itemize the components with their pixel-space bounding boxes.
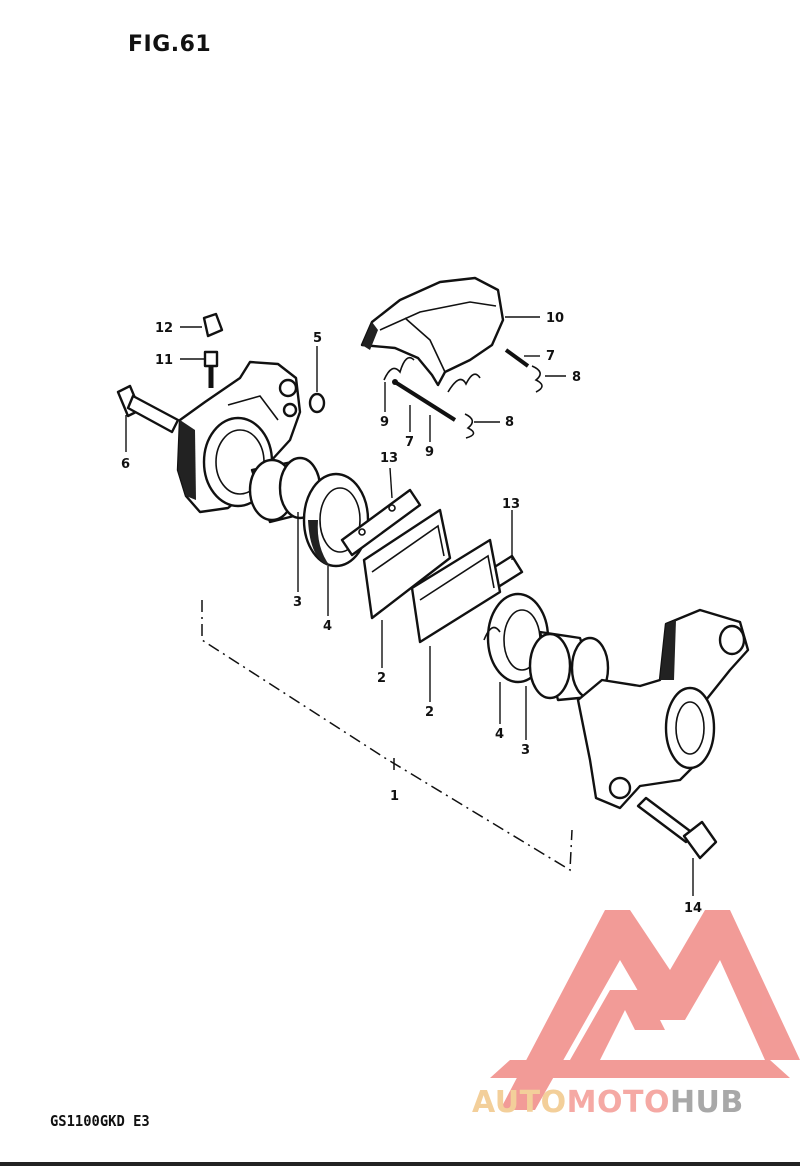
brand-part-auto: AUTO xyxy=(472,1085,567,1120)
callout-2-left: 2 xyxy=(377,671,386,686)
figure-title: FIG.61 xyxy=(128,32,212,57)
callout-1: 1 xyxy=(390,789,399,804)
mounting-bolt-left xyxy=(116,384,180,434)
callout-8-upper: 8 xyxy=(572,370,581,385)
callout-12: 12 xyxy=(155,321,173,336)
retainer-clip-upper xyxy=(531,365,543,393)
callout-9-right: 9 xyxy=(425,445,434,460)
callout-13-right: 13 xyxy=(502,497,520,512)
callout-labels: 12 11 5 6 10 7 8 9 7 9 8 13 13 3 4 2 2 4… xyxy=(121,311,702,916)
pad-pin-upper xyxy=(504,348,530,368)
callout-5: 5 xyxy=(313,331,322,346)
caliper-half-right xyxy=(576,608,750,810)
brand-part-hub: HUB xyxy=(669,1085,744,1120)
callout-10: 10 xyxy=(546,311,564,326)
watermark-brand-text: AUTOMOTOHUB xyxy=(472,1085,800,1120)
model-code: GS1100GKD E3 xyxy=(50,1112,150,1130)
callout-3-right: 3 xyxy=(521,743,530,758)
callout-6: 6 xyxy=(121,457,130,472)
callout-7-lower: 7 xyxy=(405,435,414,450)
caliper-assembly-bracket xyxy=(201,600,573,872)
pin-clip-left xyxy=(383,356,415,381)
pad-shim-left xyxy=(340,488,422,557)
callout-8-lower: 8 xyxy=(505,415,514,430)
pad-pin-lower xyxy=(392,379,457,422)
callout-4-left: 4 xyxy=(323,619,332,634)
callout-13-left: 13 xyxy=(380,451,398,466)
callout-7-upper: 7 xyxy=(546,349,555,364)
callout-11: 11 xyxy=(155,353,173,368)
watermark-logo-icon xyxy=(490,910,800,1110)
callout-3-left: 3 xyxy=(293,595,302,610)
piston-seal-left xyxy=(302,472,370,568)
callout-14: 14 xyxy=(684,901,702,916)
plug xyxy=(308,392,326,414)
callout-9-left: 9 xyxy=(380,415,389,430)
bleeder-cap xyxy=(202,312,224,338)
leader-lines xyxy=(125,316,694,896)
brand-part-moto: MOTO xyxy=(566,1085,670,1120)
bleeder-valve xyxy=(203,350,219,388)
pad-cover xyxy=(360,276,505,387)
callout-4-right: 4 xyxy=(495,727,504,742)
piston-right xyxy=(528,630,610,702)
bottom-border xyxy=(0,1162,800,1166)
mounting-bolt-right xyxy=(636,796,718,860)
callout-2-right: 2 xyxy=(425,705,434,720)
retainer-clip-lower xyxy=(464,413,475,439)
brake-pad-left xyxy=(362,508,452,620)
pin-clip-right xyxy=(447,373,481,393)
brake-pad-right xyxy=(410,538,502,644)
